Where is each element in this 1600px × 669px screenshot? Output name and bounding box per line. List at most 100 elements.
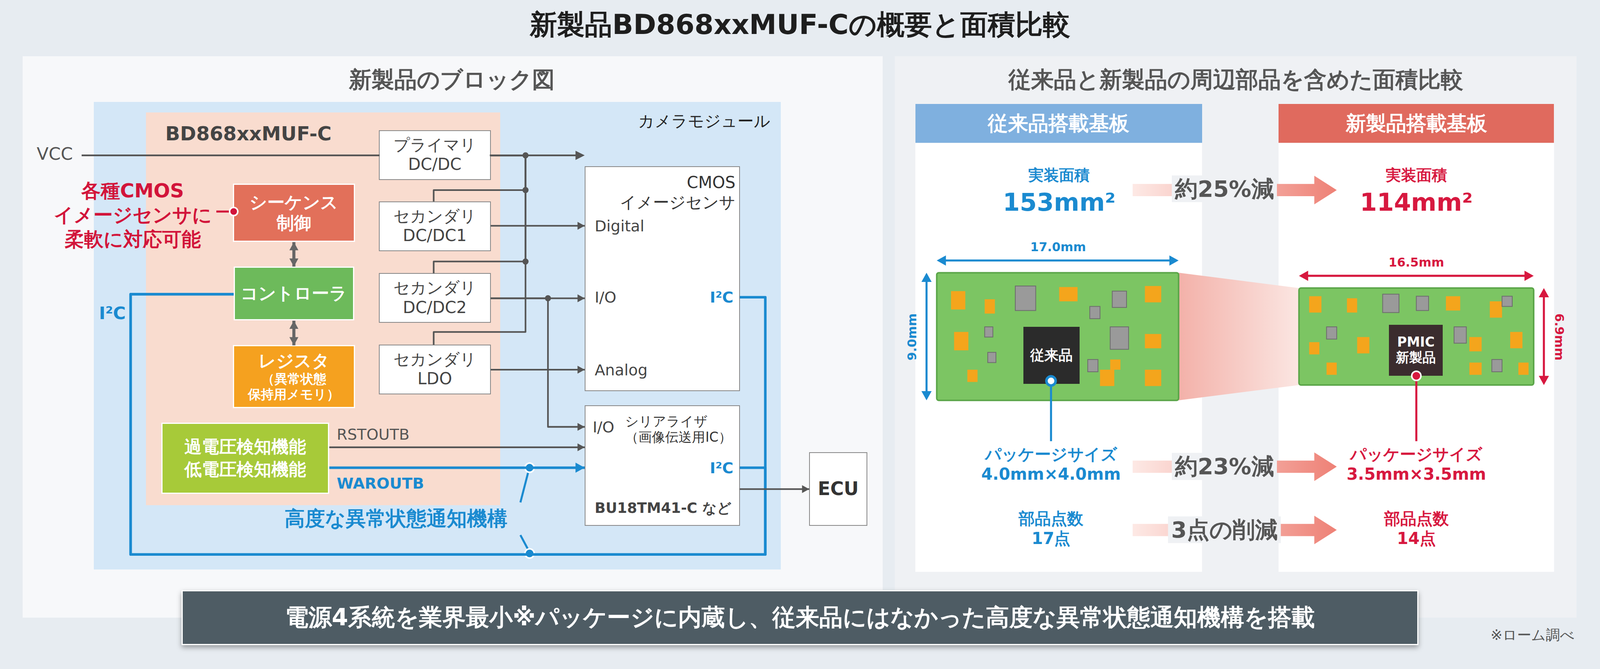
dimension-line — [1538, 287, 1550, 298]
node-text: セカンダリ DC/DC2 — [383, 278, 486, 318]
smd-part — [1309, 295, 1322, 313]
smd-part — [1058, 287, 1078, 302]
board-component — [951, 285, 1529, 386]
node-text: カメラモジュール — [638, 111, 771, 132]
connector-line — [433, 155, 526, 345]
column-ground — [915, 143, 1555, 572]
connector — [490, 365, 585, 374]
smd-part — [1469, 362, 1482, 375]
circuit-board — [936, 272, 1179, 400]
smd-part — [1110, 359, 1121, 370]
circuit-board — [936, 272, 1534, 400]
smd-part — [1469, 336, 1482, 351]
connector-line — [490, 224, 585, 227]
connector — [289, 320, 299, 346]
connector-line — [130, 293, 766, 555]
smd-part — [1144, 285, 1161, 303]
ldo-box: セカンダリ LDO — [378, 344, 491, 395]
reduction-arrow — [1132, 452, 1337, 481]
package-size: パッケージサイズ 3.5mm×3.5mm — [1314, 444, 1519, 485]
node-text: I/O — [594, 288, 617, 307]
connector-line — [433, 155, 526, 274]
arrow-head — [577, 365, 585, 374]
connector-line — [739, 488, 810, 490]
node-text: I/O — [592, 418, 615, 437]
value-caption: 実装面積 — [1028, 166, 1090, 185]
node-text: シーケンス 制御 — [238, 192, 350, 234]
dcdc-box: セカンダリ DC/DC1 — [378, 201, 491, 252]
signal-name: VCC — [36, 143, 73, 165]
smd-part — [1346, 298, 1357, 313]
connector-line — [130, 293, 766, 555]
connector — [130, 293, 766, 555]
dcdc-box: プライマリ DC/DC — [378, 130, 491, 180]
new-ic-chip: PMIC 新製品 — [1388, 324, 1443, 376]
smd-part — [951, 291, 966, 310]
connector — [739, 485, 810, 493]
node-text: （異常状態 保持用メモリ） — [238, 371, 350, 403]
node-text: ECU — [817, 477, 859, 501]
reduction-arrow — [1132, 175, 1337, 545]
smd-part — [954, 331, 969, 351]
arrow-head — [289, 242, 299, 251]
smd-part — [1089, 306, 1100, 319]
smd-part — [1382, 293, 1399, 313]
smd-part — [984, 326, 993, 337]
zoom-funnel — [1178, 272, 1300, 400]
register-box: レジスタ（異常状態 保持用メモリ） — [232, 344, 356, 408]
node-text: コントローラ — [240, 283, 347, 304]
smd-part — [1518, 362, 1529, 375]
connector — [329, 462, 585, 473]
smd-part — [1099, 369, 1114, 386]
pmic-chip: BD868xxMUF-Cシーケンス 制御コントローラレジスタ（異常状態 保持用メ… — [145, 112, 501, 506]
node-text: レジスタ — [258, 350, 330, 372]
serializer-box: I/Oシリアライザ （画像伝送用IC）I²CBU18TM41-C など — [584, 405, 740, 526]
arrow-head — [577, 422, 585, 431]
callout-text: 高度な異常状態通知機構 — [284, 506, 508, 531]
callout-leader — [520, 470, 529, 503]
reduction-arrow — [1132, 515, 1337, 545]
column-ground — [915, 143, 1203, 572]
dcdc-box: セカンダリ DC/DC2 — [378, 272, 491, 323]
arrow-head — [289, 258, 299, 267]
smd-part — [1112, 291, 1127, 308]
node-text: 過電圧検知機能 低電圧検知機能 — [166, 435, 324, 481]
arrow-head — [575, 150, 585, 161]
arrow-head — [577, 443, 585, 451]
controller-box: コントローラ — [233, 266, 355, 321]
junction-dot — [522, 152, 552, 302]
node-text: 新製品搭載基板 — [1345, 111, 1488, 136]
summary-banner: 電源4系統を業界最小※パッケージに内蔵し、従来品にはなかった高度な異常状態通知機… — [181, 589, 1419, 645]
node-text: I²C — [709, 458, 734, 478]
connector-line — [490, 298, 585, 427]
node-text: セカンダリ DC/DC1 — [383, 206, 486, 246]
node-text: PMIC 新製品 — [1390, 334, 1441, 366]
connector — [490, 221, 585, 230]
dimension-line — [942, 259, 1173, 262]
connector — [433, 155, 526, 274]
connector — [433, 155, 526, 202]
image-sensor-box: CMOS イメージセンサDigitalI/OAnalogI²C — [584, 166, 740, 391]
power-wire — [81, 154, 380, 157]
smd-part — [1510, 331, 1523, 349]
dimension-line — [1538, 375, 1550, 385]
circuit-board — [1299, 287, 1534, 385]
node-text: プライマリ DC/DC — [383, 135, 486, 175]
connector-line — [490, 368, 585, 371]
dimension-line — [1299, 270, 1309, 281]
smd-part — [1356, 336, 1370, 353]
dimension-line — [1524, 270, 1534, 281]
node-text: 従来品 — [1030, 346, 1073, 364]
dimension-line — [1169, 255, 1179, 266]
column-ground — [1278, 143, 1554, 572]
smd-part — [1489, 301, 1502, 318]
smd-part — [1144, 333, 1161, 349]
connector-line — [329, 446, 585, 449]
smd-part — [1502, 295, 1513, 307]
camera-module: カメラモジュールBD868xxMUF-Cシーケンス 制御コントローラレジスタ（異… — [93, 101, 781, 570]
callout-leader — [229, 207, 238, 216]
chip-leader — [1046, 371, 1421, 442]
node-text: BU18TM41-C など — [594, 499, 732, 517]
node-text: セカンダリ LDO — [383, 349, 486, 389]
